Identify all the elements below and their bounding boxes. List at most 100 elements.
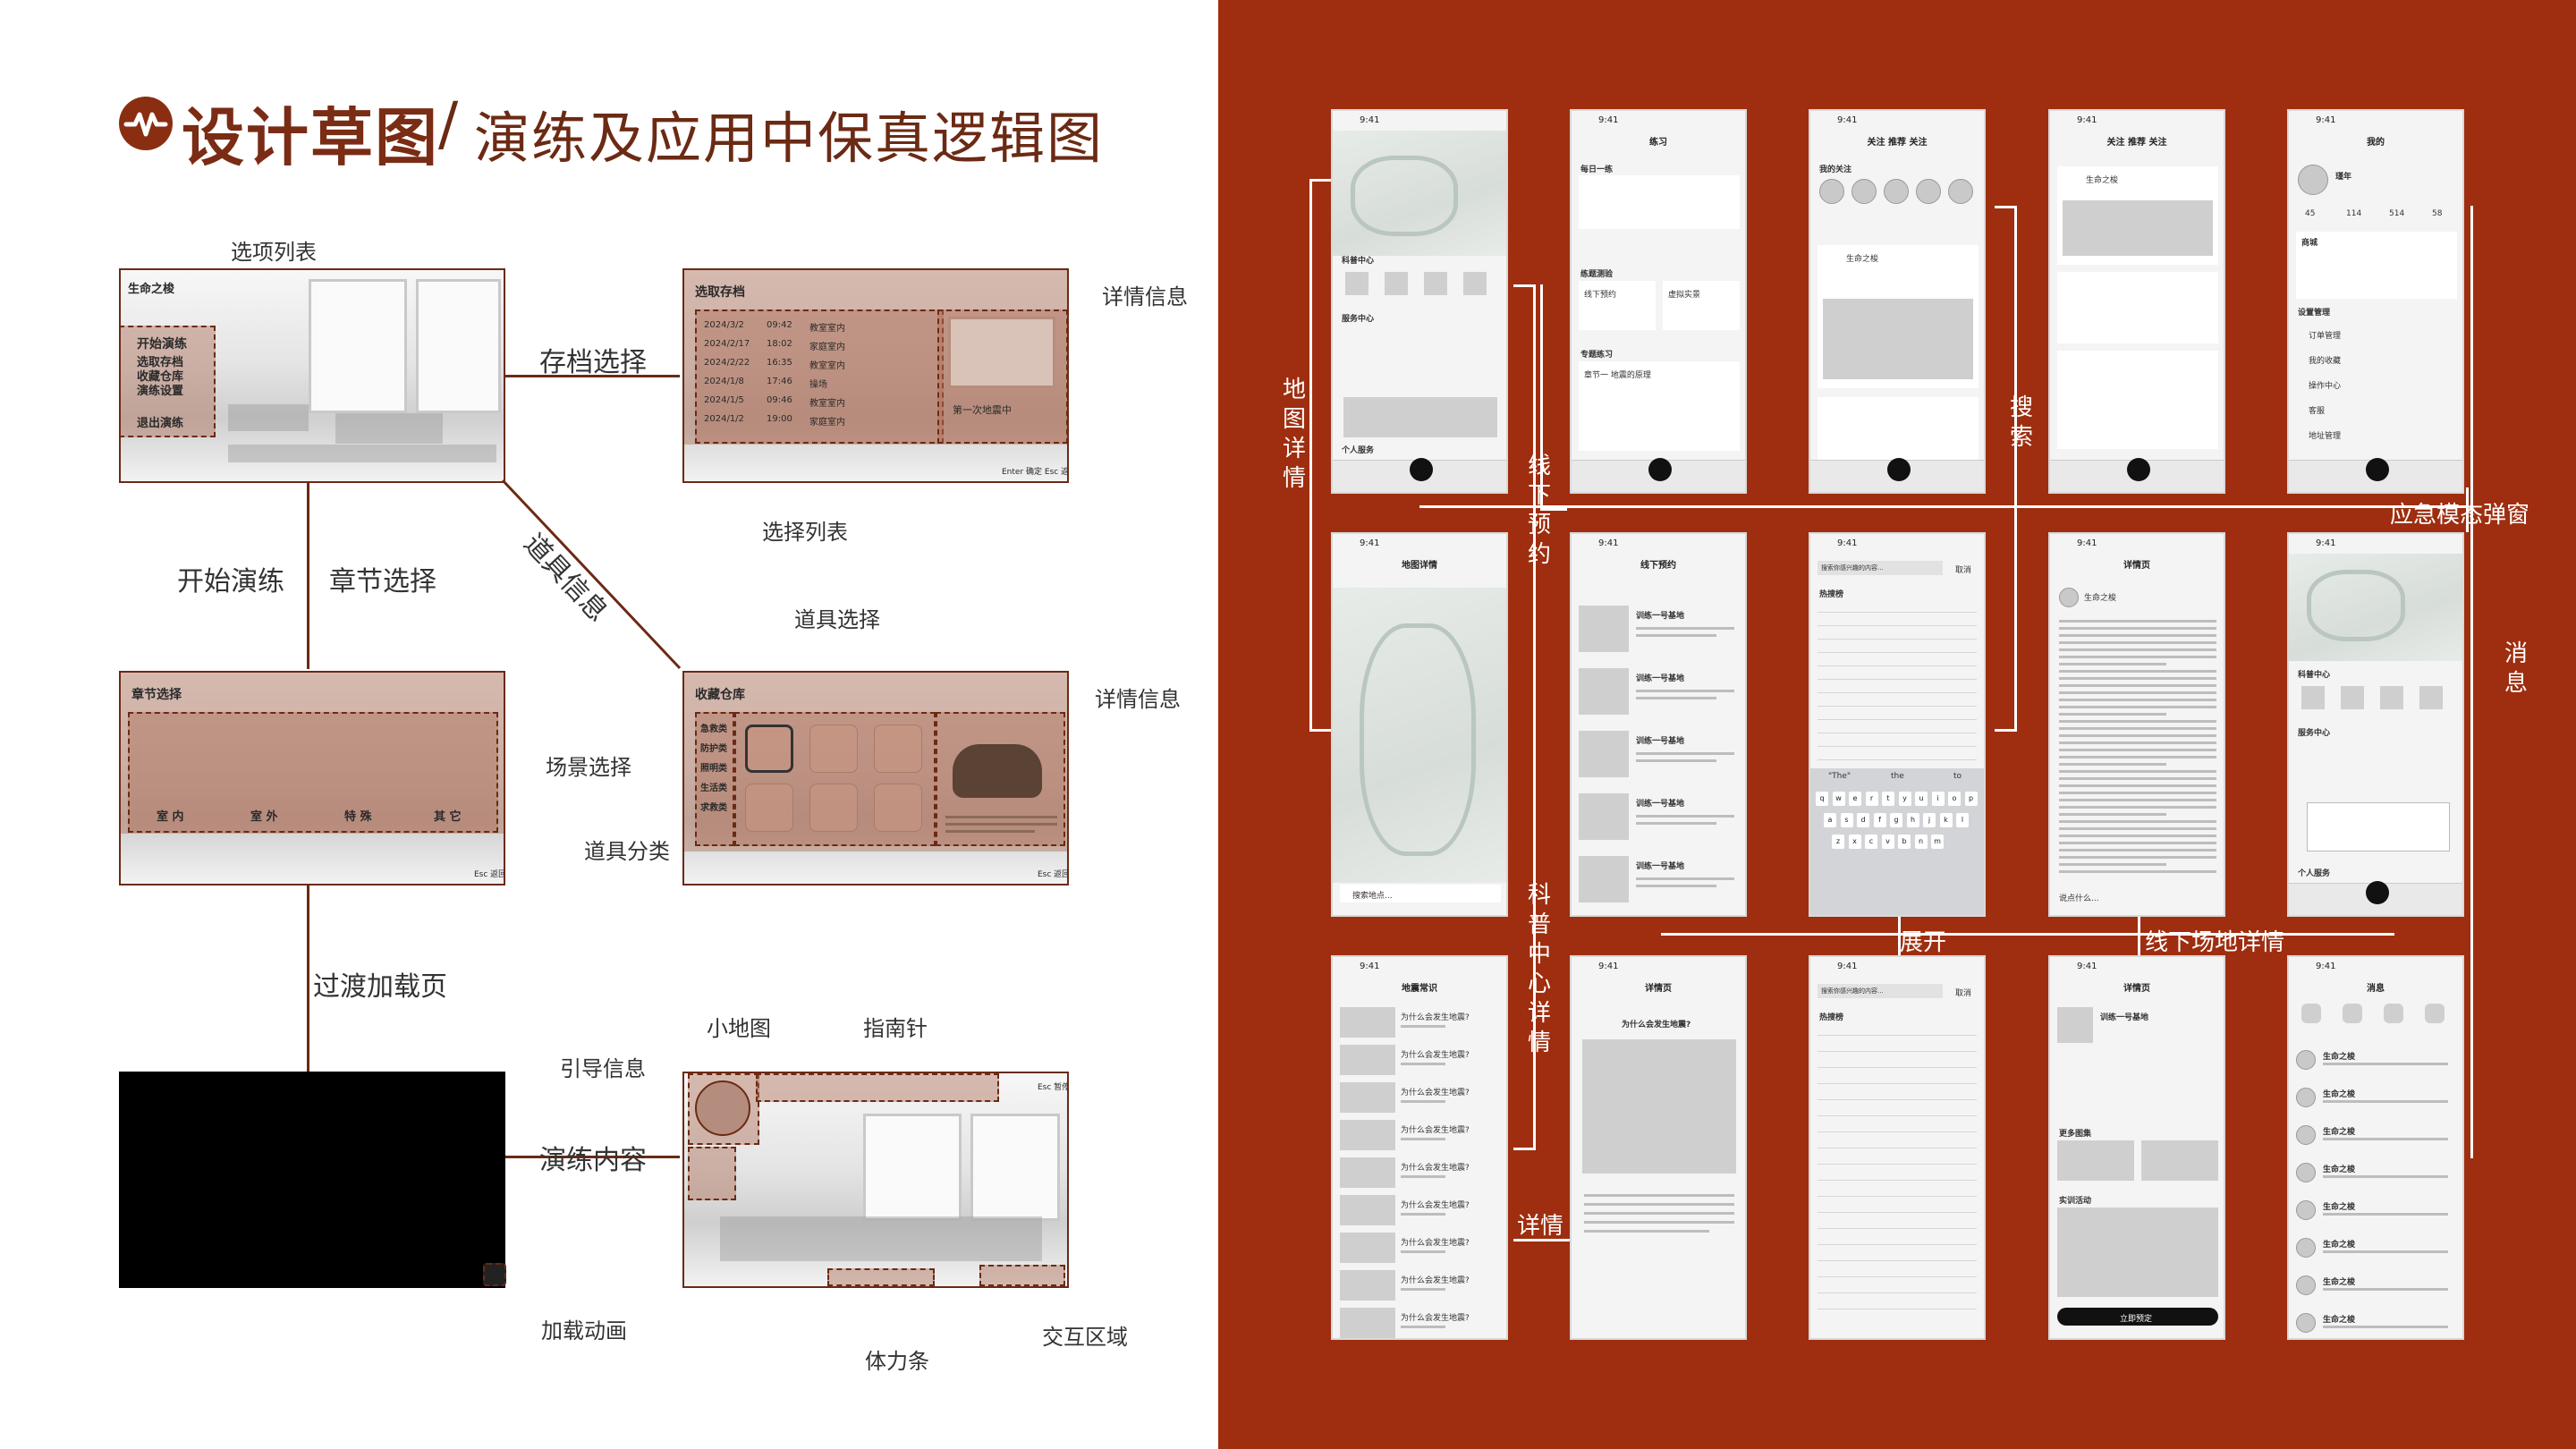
keyboard-key[interactable]: l: [1956, 813, 1969, 827]
booking-item-title[interactable]: 训练一号基地: [1636, 800, 1685, 809]
label-loading-anim: 加载动画: [541, 1318, 627, 1343]
stamina-bar-highlight: [827, 1268, 935, 1286]
keyboard-key[interactable]: g: [1890, 813, 1902, 827]
message-sender[interactable]: 生命之梭: [2323, 1090, 2356, 1099]
center-fab-icon[interactable]: [1648, 458, 1672, 481]
save-row-date[interactable]: 2024/1/8: [704, 377, 744, 386]
menu-select-save[interactable]: 选取存档: [137, 356, 184, 369]
phone-detail-article: 9:41 详情页 生命之梭 说点什么...: [2048, 532, 2225, 917]
store-item-slot[interactable]: [874, 784, 922, 832]
save-row-date[interactable]: 2024/3/2: [704, 320, 744, 330]
message-sender[interactable]: 生命之梭: [2323, 1278, 2356, 1287]
science-item-title[interactable]: 为什么会发生地震?: [1401, 1126, 1470, 1135]
store-item-slot[interactable]: [874, 724, 922, 773]
keyboard-key[interactable]: n: [1914, 835, 1928, 849]
label-item-select: 道具选择: [794, 607, 880, 632]
booking-item-title[interactable]: 训练一号基地: [1636, 737, 1685, 746]
booking-item-title[interactable]: 训练一号基地: [1636, 674, 1685, 683]
store-category[interactable]: 求救类: [700, 803, 727, 813]
keyboard-key[interactable]: o: [1948, 792, 1961, 806]
message-sender[interactable]: 生命之梭: [2323, 1316, 2356, 1325]
screen-store: 收藏仓库 急救类防护类照明类生活类求救类 Esc 返回: [682, 671, 1069, 886]
keyboard-key[interactable]: r: [1865, 792, 1878, 806]
keyboard-key[interactable]: y: [1898, 792, 1911, 806]
menu-start-drill[interactable]: 开始演练: [137, 337, 187, 352]
center-fab-icon[interactable]: [2127, 458, 2150, 481]
store-item-slot[interactable]: [809, 724, 858, 773]
menu-settings[interactable]: 演练设置: [137, 385, 184, 398]
phone-home-map: 9:41 科普中心 服务中心 个人服务: [1331, 109, 1508, 494]
loading-animation-icon: [483, 1263, 506, 1286]
scene-outdoor[interactable]: 室 外: [250, 810, 278, 824]
keyboard-key[interactable]: w: [1832, 792, 1845, 806]
save-row-desc: 家庭室内: [809, 418, 845, 428]
center-fab-icon[interactable]: [1887, 458, 1911, 481]
store-item-slot[interactable]: [745, 724, 793, 773]
save-row-desc: 教室室内: [809, 399, 845, 409]
store-item-slot[interactable]: [809, 784, 858, 832]
menu-store[interactable]: 收藏仓库: [137, 370, 184, 384]
main-logo-text: 生命之梭: [128, 283, 175, 296]
chapter-footer: Esc 返回: [474, 870, 505, 879]
label-save-select: 存档选择: [539, 347, 647, 378]
label-detail-info-1: 详情信息: [1102, 284, 1188, 309]
keyboard-key[interactable]: t: [1882, 792, 1894, 806]
center-fab-icon[interactable]: [1410, 458, 1433, 481]
science-item-title[interactable]: 为什么会发生地震?: [1401, 1239, 1470, 1248]
save-row-date[interactable]: 2024/1/5: [704, 395, 744, 405]
center-fab-icon[interactable]: [2366, 881, 2389, 904]
keyboard-key[interactable]: u: [1915, 792, 1928, 806]
keyboard-key[interactable]: s: [1840, 813, 1853, 827]
message-sender[interactable]: 生命之梭: [2323, 1203, 2356, 1212]
booking-item-title[interactable]: 训练一号基地: [1636, 862, 1685, 871]
screen-chapter-select: 章节选择 室 内 室 外 特 殊 其 它 Esc 返回: [119, 671, 505, 886]
keyboard-key[interactable]: j: [1923, 813, 1936, 827]
scene-other[interactable]: 其 它: [434, 810, 462, 824]
center-fab-icon[interactable]: [2366, 458, 2389, 481]
save-row-time: 19:00: [767, 414, 792, 424]
store-category[interactable]: 防护类: [700, 744, 727, 754]
keyboard-key[interactable]: q: [1816, 792, 1828, 806]
label-detail-info-2: 详情信息: [1095, 687, 1181, 712]
keyboard-key[interactable]: p: [1964, 792, 1978, 806]
science-item-title[interactable]: 为什么会发生地震?: [1401, 1089, 1470, 1097]
book-now-button[interactable]: [2057, 1308, 2218, 1326]
message-sender[interactable]: 生命之梭: [2323, 1128, 2356, 1137]
store-category[interactable]: 急救类: [700, 724, 727, 734]
keyboard-key[interactable]: i: [1931, 792, 1945, 806]
map-search-input[interactable]: 搜索地点...: [1352, 892, 1393, 901]
science-item-title[interactable]: 为什么会发生地震?: [1401, 1276, 1470, 1285]
keyboard-key[interactable]: x: [1848, 835, 1861, 849]
store-category[interactable]: 生活类: [700, 784, 727, 793]
keyboard-key[interactable]: e: [1849, 792, 1861, 806]
keyboard-key[interactable]: a: [1824, 813, 1836, 827]
store-category[interactable]: 照明类: [700, 764, 727, 774]
save-row-date[interactable]: 2024/1/2: [704, 414, 744, 424]
save-row-date[interactable]: 2024/2/22: [704, 358, 750, 368]
save-row-date[interactable]: 2024/2/17: [704, 339, 750, 349]
science-item-title[interactable]: 为什么会发生地震?: [1401, 1013, 1470, 1022]
keyboard-key[interactable]: m: [1931, 835, 1944, 849]
science-item-title[interactable]: 为什么会发生地震?: [1401, 1314, 1470, 1323]
keyboard-key[interactable]: c: [1865, 835, 1877, 849]
message-sender[interactable]: 生命之梭: [2323, 1053, 2356, 1062]
menu-exit[interactable]: 退出演练: [137, 417, 184, 430]
keyboard-key[interactable]: v: [1881, 835, 1894, 849]
message-sender[interactable]: 生命之梭: [2323, 1241, 2356, 1250]
keyboard-key[interactable]: k: [1939, 813, 1953, 827]
keyboard-key[interactable]: f: [1873, 813, 1886, 827]
keyboard-key[interactable]: b: [1898, 835, 1911, 849]
keyboard-key[interactable]: d: [1857, 813, 1869, 827]
phone-practice: 9:41 练习 每日一练 练题测验 线下预约 虚拟实景 专题练习 章节一 地震的…: [1570, 109, 1747, 494]
booking-item-title[interactable]: 训练一号基地: [1636, 612, 1685, 621]
science-item-title[interactable]: 为什么会发生地震?: [1401, 1164, 1470, 1173]
keyboard-key[interactable]: z: [1832, 835, 1844, 849]
scene-indoor[interactable]: 室 内: [157, 810, 184, 824]
science-item-title[interactable]: 为什么会发生地震?: [1401, 1051, 1470, 1060]
message-sender[interactable]: 生命之梭: [2323, 1165, 2356, 1174]
store-item-slot[interactable]: [745, 784, 793, 832]
keyboard-key[interactable]: h: [1906, 813, 1919, 827]
scene-special[interactable]: 特 殊: [344, 810, 372, 824]
science-item-title[interactable]: 为什么会发生地震?: [1401, 1201, 1470, 1210]
